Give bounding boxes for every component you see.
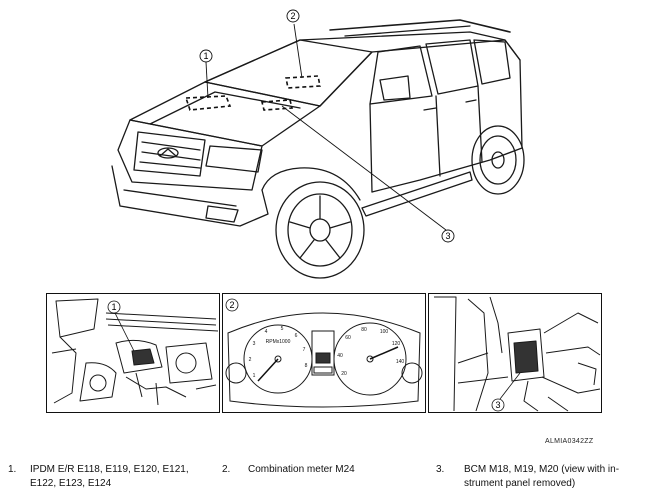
legend-text: Combination meter M24 [248,464,355,475]
detail-panel-ipdm: 1 [46,293,220,413]
legend-number: 1. [8,464,17,475]
tach-tick: 6 [295,333,298,339]
panel-1-callout: 1 [111,302,116,312]
tach-tick: 8 [305,363,308,369]
tach-tick: 4 [265,329,268,335]
callout-3: 3 [445,231,450,241]
speed-tick: 80 [361,327,367,333]
callout-1: 1 [203,51,208,61]
detail-panel-bcm: 3 [428,293,602,413]
panel-3-callout: 3 [495,400,500,410]
panel-2-callout: 2 [229,300,234,310]
legend-number: 3. [436,464,445,475]
tach-label: RPMx1000 [266,339,291,345]
tach-tick: 5 [281,326,284,332]
detail-panel-combination-meter: RPMx1000 1 2 3 4 5 6 7 8 20 40 60 80 100… [222,293,426,413]
speed-tick: 60 [345,335,351,341]
tach-tick: 2 [249,357,252,363]
tach-tick: 3 [253,341,256,347]
speed-tick: 100 [380,329,389,335]
speed-tick: 120 [392,341,401,347]
legend-number: 2. [222,464,231,475]
figure-id: ALMIA0342ZZ [545,438,594,445]
legend-text: IPDM E/R E118, E119, E120, E121, E122, E… [30,464,189,489]
speed-tick: 20 [341,371,347,377]
speed-tick: 140 [396,359,405,365]
tach-tick: 1 [253,373,256,379]
tach-tick: 7 [303,347,306,353]
callout-2: 2 [290,11,295,21]
vehicle-illustration: 1 2 3 [111,9,525,279]
speed-tick: 40 [337,353,343,359]
legend-text: BCM M18, M19, M20 (view with in-strument… [464,464,620,489]
